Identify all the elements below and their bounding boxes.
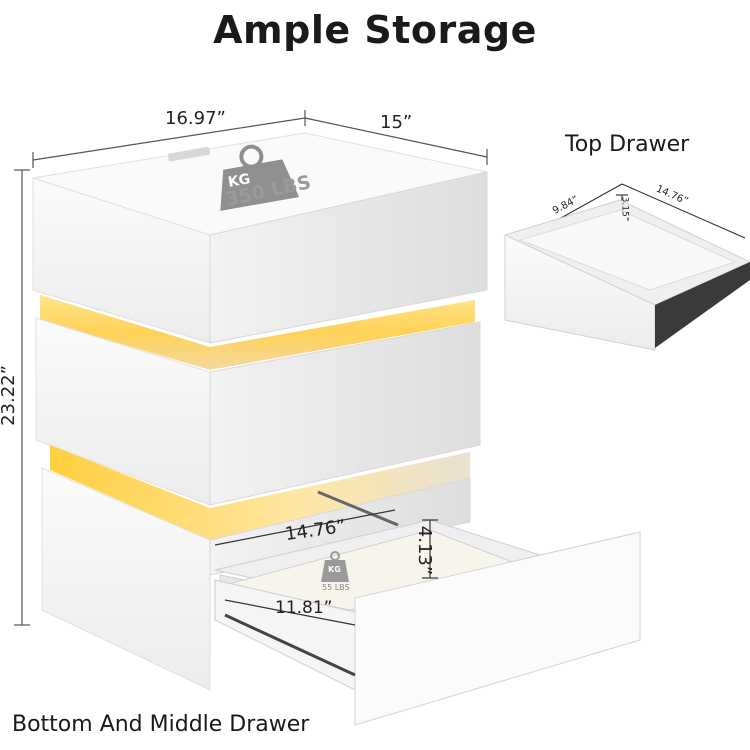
drawer-slide [224,613,356,677]
top-drawer-caption: Top Drawer [565,132,690,157]
top-drawer-illustration [503,183,750,351]
top-weight-icon [220,144,300,211]
width-label: 16.97” [165,108,226,129]
open-drawer-weight-unit: KG [328,565,341,574]
led-glow-lower [50,445,470,540]
open-drawer-weight-icon [321,551,349,582]
dimension-lines [14,110,488,626]
open-drawer [214,490,641,726]
led-glow-upper [40,295,475,370]
open-drawer-width: 11.81” [275,598,333,618]
top-drawer-height: 3.15” [619,196,630,222]
drawer-dimension-lines [214,509,438,626]
height-label: 23.22” [0,365,19,426]
cabinet-middle-block [35,317,481,506]
depth-label: 15” [380,112,413,133]
bottom-caption: Bottom And Middle Drawer [12,712,310,737]
open-drawer-height: 4.13” [414,525,436,576]
top-sensor-strip [167,146,211,162]
open-drawer-weight-load: 55 LBS [322,583,350,592]
page-title: Ample Storage [213,8,537,52]
cabinet-bottom-block [41,467,471,691]
